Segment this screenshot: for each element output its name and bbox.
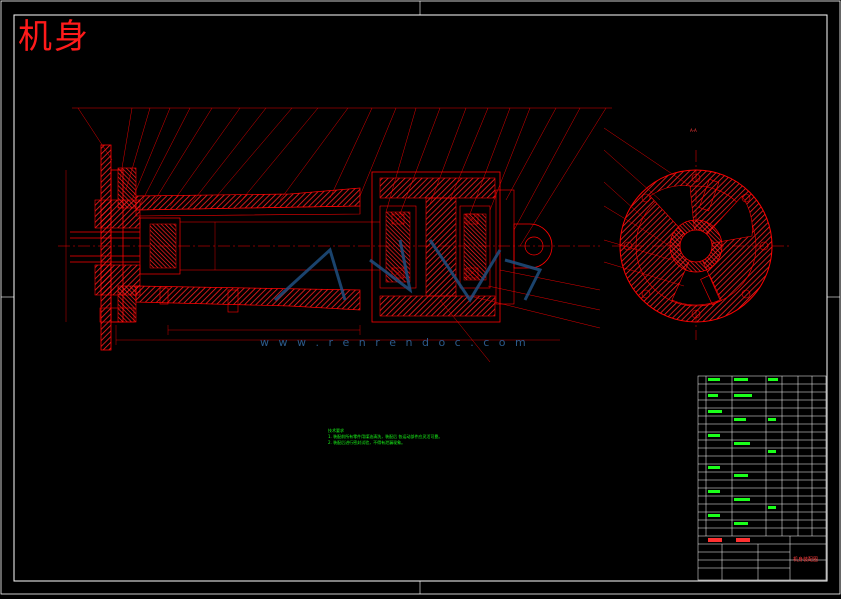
title-block-name: 机身装配图	[793, 557, 819, 563]
technical-notes: 技术要求 1. 装配前所有零件用煤油清洗，装配后 各运动部件应灵活可靠。 2. …	[328, 428, 442, 446]
notes-heading: 技术要求	[328, 428, 344, 433]
gearbox-housing	[371, 171, 501, 323]
watermark-url: w w w . r e n r e n d o c . c o m	[260, 336, 529, 349]
section-label: A-A	[690, 128, 697, 133]
watermark-logo	[273, 239, 543, 303]
notes-line: 1. 装配前所有零件用煤油清洗，装配后 各运动部件应灵活可靠。	[328, 434, 443, 439]
bom-cell-marks	[708, 378, 778, 542]
bom-rows	[698, 383, 826, 537]
main-view-assembly	[58, 107, 612, 363]
end-cap	[94, 199, 141, 229]
drawing-title: 机身	[18, 17, 90, 57]
section-view-aa	[603, 127, 790, 340]
notes-line: 2. 装配后进行密封试验，不得有泄漏现象。	[328, 440, 406, 445]
flange-plate	[100, 144, 112, 351]
title-block	[697, 375, 827, 581]
